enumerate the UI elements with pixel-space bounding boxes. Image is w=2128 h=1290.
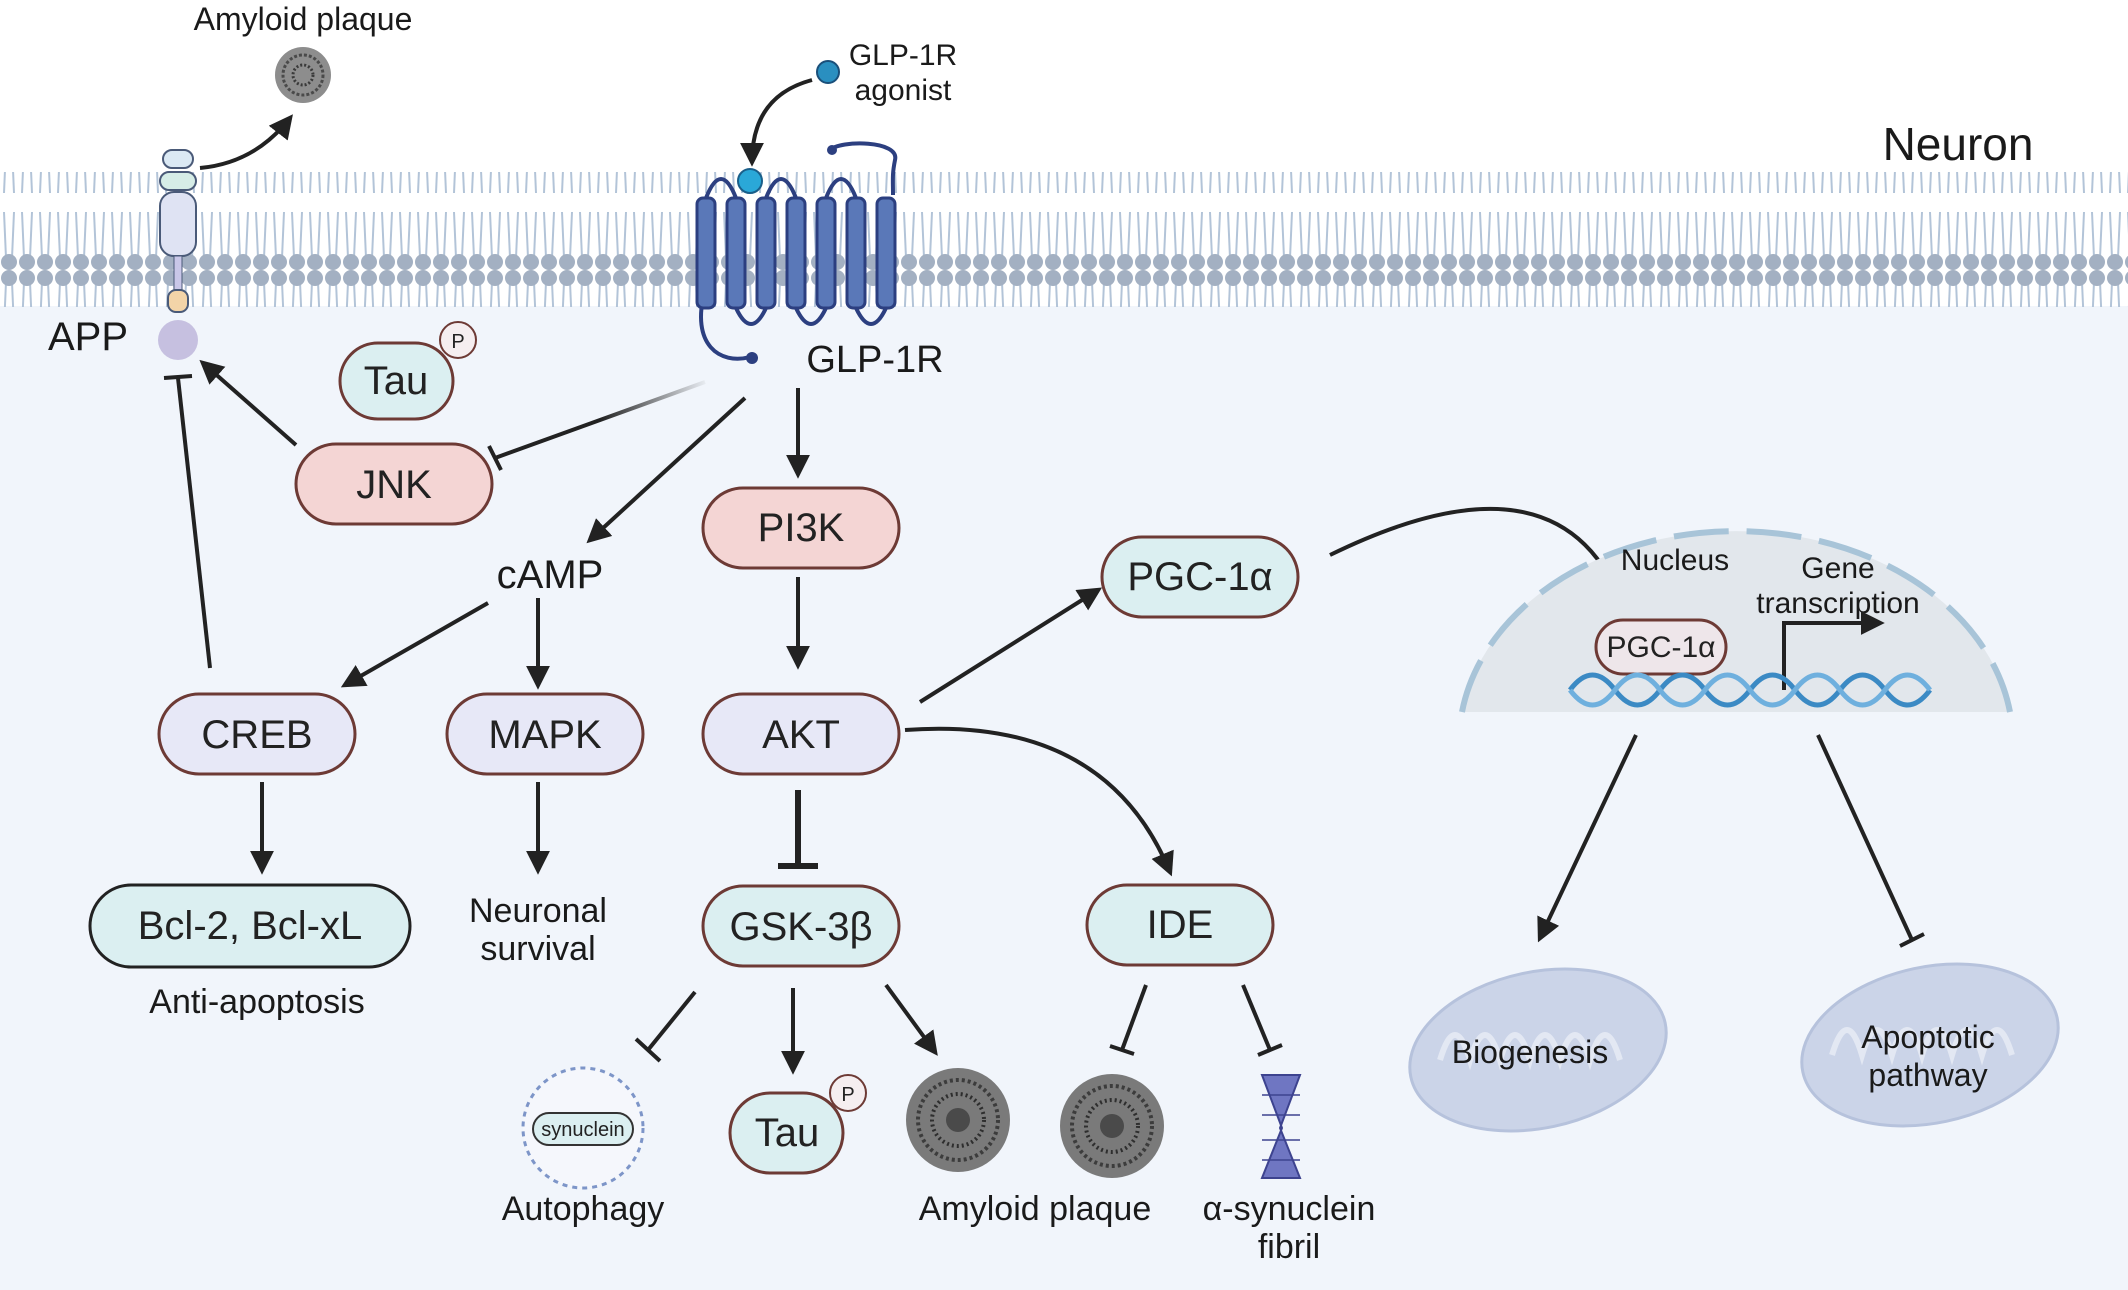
autophagy-vesicle-icon: synuclein [521, 1066, 645, 1190]
node-pi3k: PI3K [701, 486, 901, 570]
akt-to-ide-arrow [904, 726, 1174, 877]
node-bcl: Bcl-2, Bcl-xL [88, 883, 412, 969]
svg-text:P: P [841, 1084, 854, 1106]
svg-text:synuclein: synuclein [541, 1119, 624, 1141]
svg-text:PGC-1α: PGC-1α [1127, 555, 1272, 599]
asyn-fibril-icon [1260, 1074, 1302, 1179]
agonist-label-line2: agonist [855, 74, 952, 107]
neuronal-survival-label-1: Neuronal [469, 892, 607, 930]
node-pgc-inner: PGC-1α [1594, 618, 1728, 676]
camp-label: cAMP [497, 553, 604, 597]
node-tau-bottom: Tau P [728, 1074, 867, 1175]
svg-text:JNK: JNK [356, 463, 432, 507]
nucleus-label: Nucleus [1621, 544, 1729, 577]
nucleus-to-biogenesis-arrow [1537, 734, 1638, 943]
ide-amyloid-inhibit-bar [1109, 1044, 1135, 1056]
node-akt: AKT [701, 692, 901, 776]
amyloid-plaque-top-label: Amyloid plaque [194, 1, 413, 37]
jnk-to-app-arrow [199, 359, 298, 447]
app-label: APP [48, 315, 128, 359]
phospho-badge-bottom [829, 1074, 867, 1112]
svg-text:GSK-3β: GSK-3β [729, 905, 872, 949]
node-creb: CREB [157, 692, 357, 776]
node-mapk: MAPK [445, 692, 645, 776]
ide-inhibits-amyloid [1120, 984, 1148, 1051]
phospho-badge-top [439, 321, 477, 359]
apoptotic-pathway-label-1: Apoptotic [1861, 1019, 1994, 1055]
anti-apoptosis-label: Anti-apoptosis [149, 983, 364, 1021]
glp1r-to-camp-arrow [586, 396, 747, 544]
camp-to-creb-arrow [340, 601, 489, 688]
svg-text:CREB: CREB [201, 713, 312, 757]
transcription-start-arrow [1782, 611, 1885, 690]
akt-to-pgc-arrow [918, 587, 1103, 704]
glp1r-inhibits-jnk [494, 380, 706, 460]
node-tau-top: Tau P [338, 321, 477, 421]
ide-inhibits-fibril [1241, 984, 1272, 1051]
svg-text:PGC-1α: PGC-1α [1606, 631, 1715, 664]
agonist-label-line1: GLP-1R [849, 39, 957, 72]
neuron-label: Neuron [1883, 118, 2034, 170]
apoptotic-pathway-label-2: pathway [1868, 1057, 1987, 1093]
amyloid-plaque-ide-icon [1060, 1074, 1164, 1178]
svg-text:Tau: Tau [755, 1111, 820, 1155]
glp1r-label: GLP-1R [806, 339, 943, 381]
svg-text:Tau: Tau [364, 359, 429, 403]
asyn-fibril-label-2: fibril [1258, 1228, 1320, 1266]
gene-transcription-label-2: transcription [1756, 587, 1919, 620]
gene-transcription-label-1: Gene [1801, 552, 1874, 585]
mitochondrion-apoptotic-icon [1800, 962, 2060, 1128]
autophagy-label: Autophagy [502, 1190, 665, 1228]
node-ide: IDE [1085, 883, 1275, 967]
amyloid-plaque-gsk-icon [906, 1068, 1010, 1172]
svg-text:P: P [451, 331, 464, 353]
nucleus-icon [1459, 528, 2013, 713]
nucleus-inhibits-apoptotic [1816, 734, 1914, 941]
jnk-inhibit-bar [487, 445, 503, 471]
svg-text:MAPK: MAPK [488, 713, 602, 757]
node-gsk3b: GSK-3β [701, 884, 901, 968]
svg-text:PI3K: PI3K [758, 506, 845, 550]
synuclein-tag [532, 1112, 634, 1146]
app-protein-icon [158, 149, 198, 360]
ide-fibril-inhibit-bar [1257, 1043, 1283, 1057]
amyloid-plaque-top-icon [275, 47, 331, 103]
node-jnk: JNK [294, 442, 494, 526]
agonist-ligand-icon [816, 60, 840, 84]
lipid-bilayer [0, 172, 2128, 307]
amyloid-plaque-bottom-label: Amyloid plaque [919, 1190, 1151, 1228]
creb-inhibits-app [176, 377, 212, 669]
mitochondrion-biogenesis-icon [1408, 967, 1668, 1133]
node-pgc-outer: PGC-1α [1100, 535, 1300, 619]
asyn-fibril-label-1: α-synuclein [1203, 1190, 1376, 1228]
gsk-inhibits-autophagy [646, 990, 697, 1052]
biogenesis-label: Biogenesis [1452, 1034, 1609, 1070]
gsk-autophagy-inhibit-bar [634, 1037, 662, 1063]
neuronal-survival-label-2: survival [480, 930, 595, 968]
nucleus-apoptotic-inhibit-bar [1899, 932, 1925, 948]
gsk-to-amyloid-arrow [884, 983, 938, 1056]
agonist-binding-arrow [740, 78, 813, 167]
dna-helix-icon [1568, 672, 1932, 708]
app-to-plaque-arrow [199, 114, 293, 170]
svg-text:IDE: IDE [1147, 903, 1214, 947]
creb-app-inhibit-bar [163, 374, 193, 380]
svg-text:AKT: AKT [762, 713, 840, 757]
svg-text:Bcl-2, Bcl-xL: Bcl-2, Bcl-xL [138, 904, 363, 948]
glp1r-receptor-icon [695, 141, 898, 364]
